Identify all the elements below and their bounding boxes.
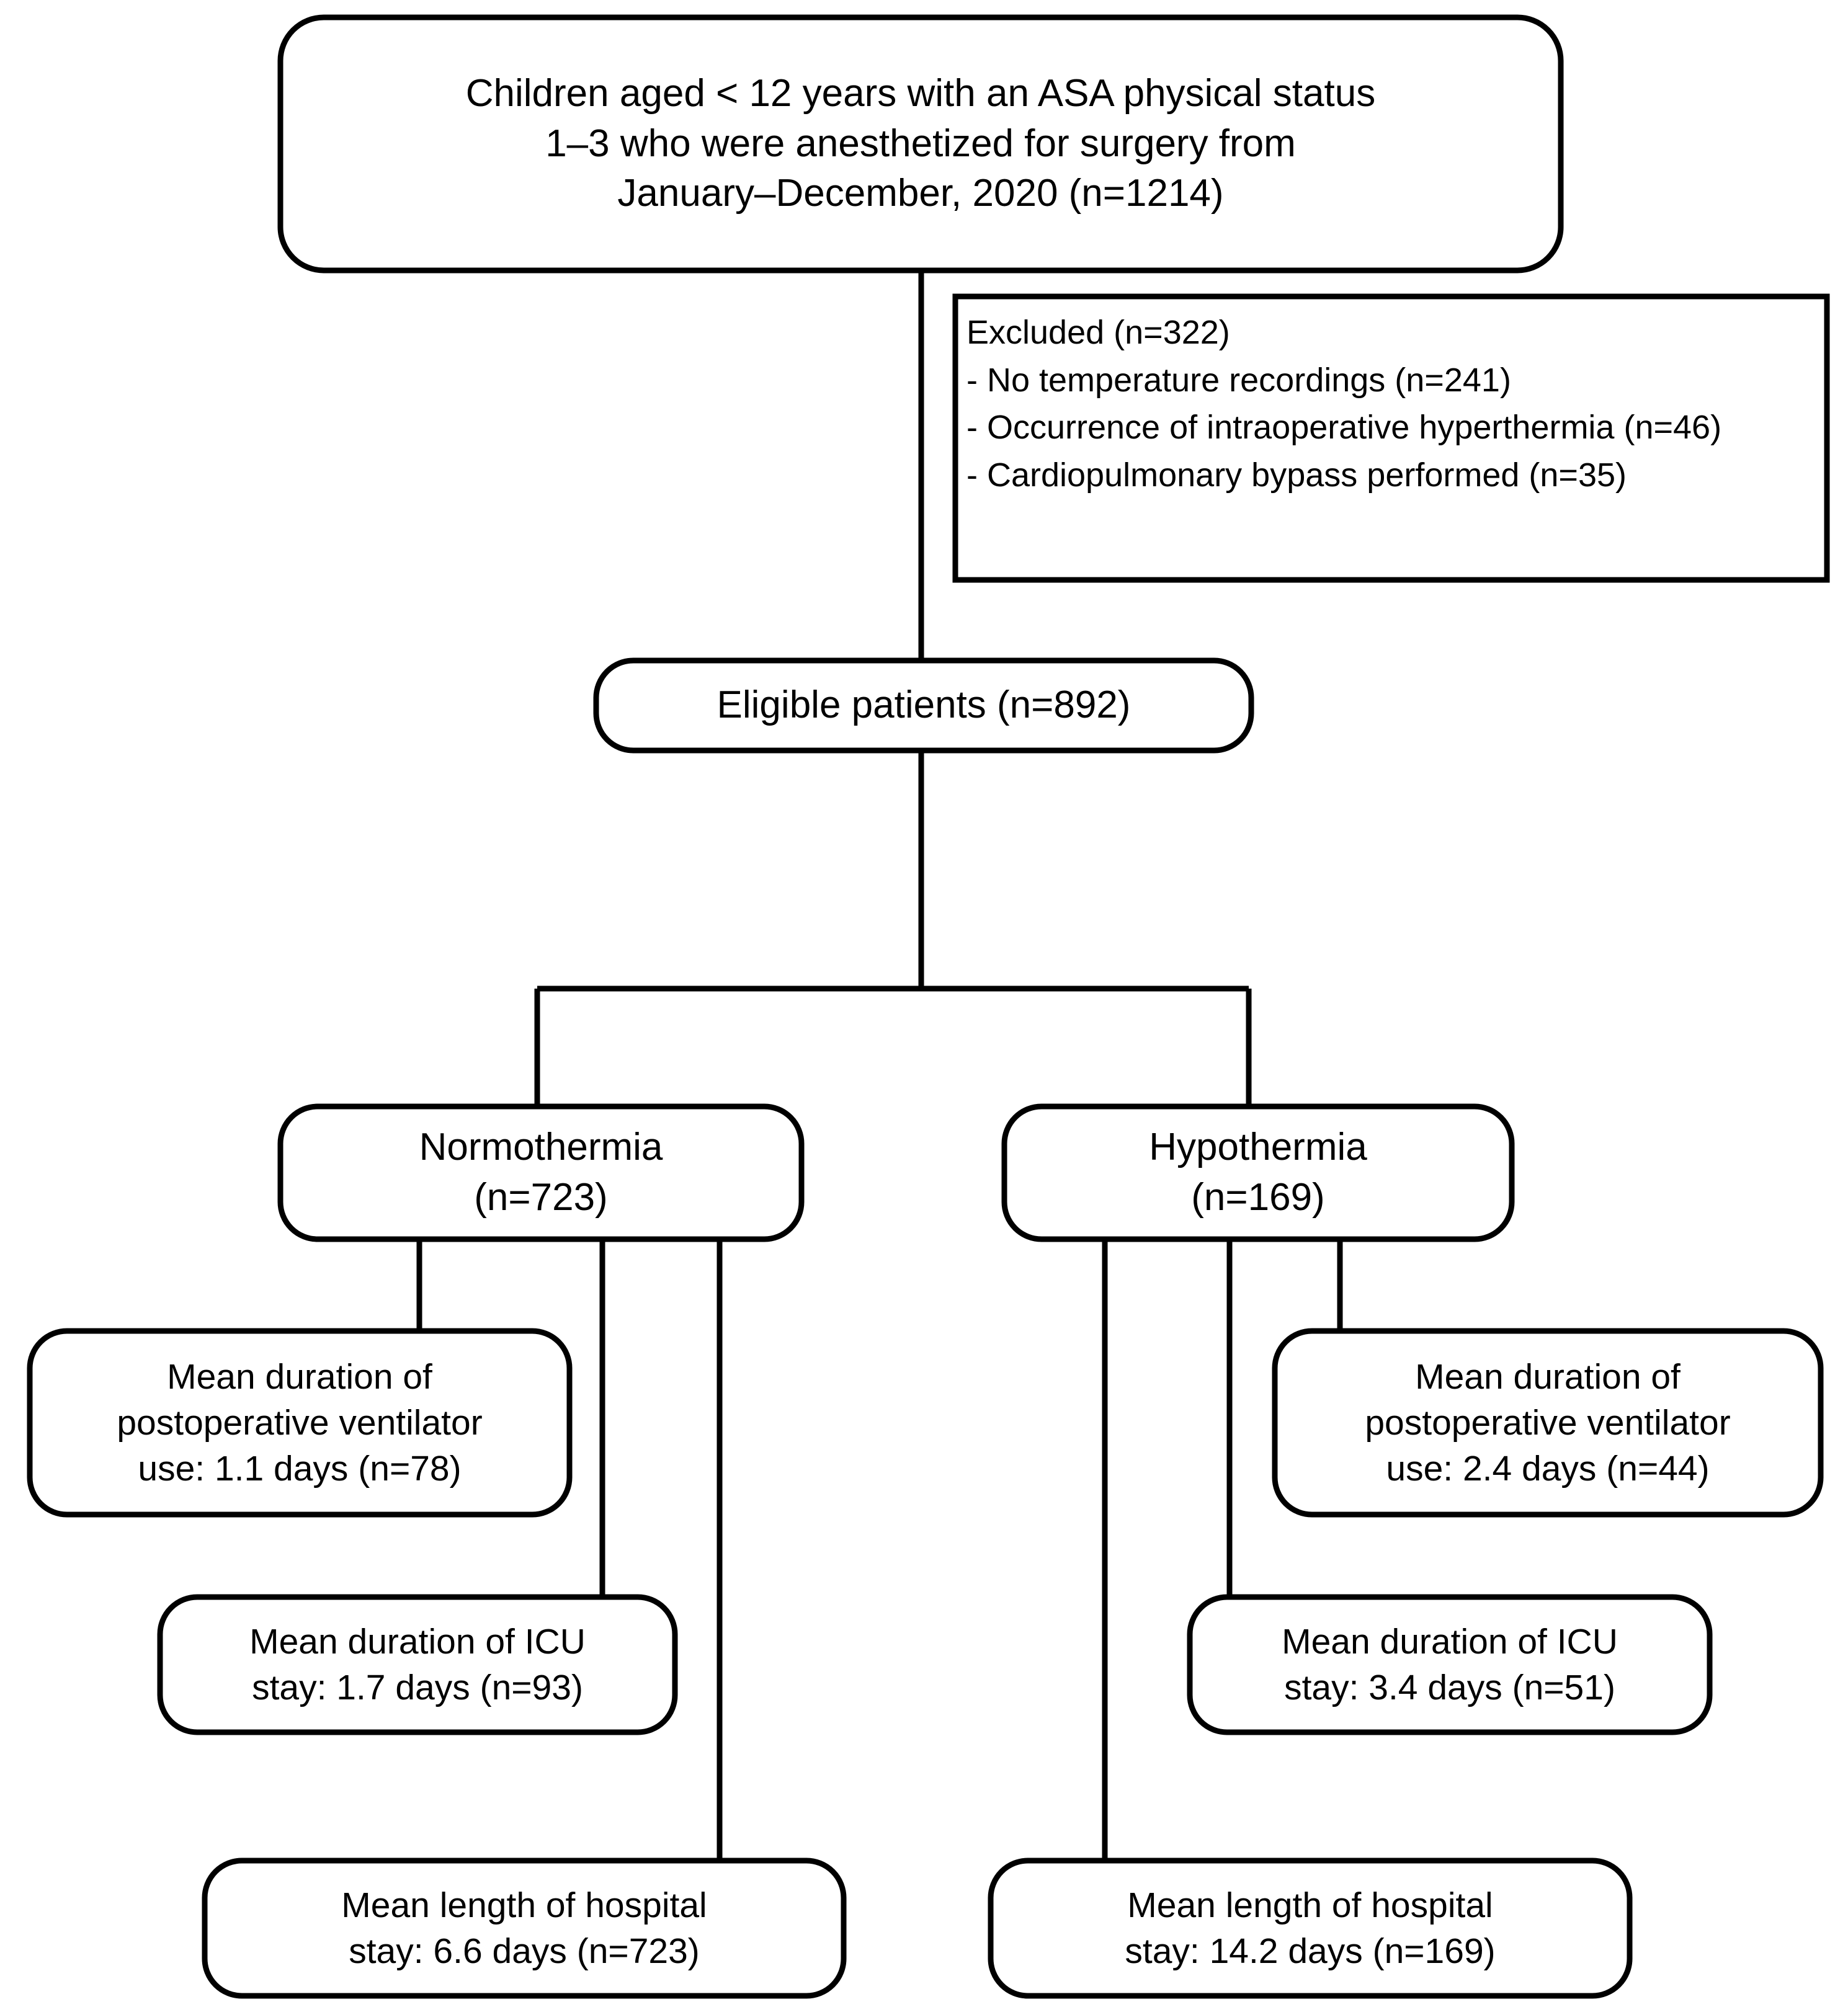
node-enrollment-box[interactable]	[277, 14, 1564, 274]
node-normo-icu-box[interactable]	[157, 1594, 678, 1735]
node-hypothermia-box[interactable]	[1001, 1103, 1515, 1242]
node-normo-ventilator-box[interactable]	[27, 1328, 573, 1518]
node-hypo-icu-box[interactable]	[1187, 1594, 1713, 1735]
node-hypo-hospital-box[interactable]	[988, 1858, 1633, 1999]
connector-layer	[416, 271, 1343, 1861]
node-excluded-box[interactable]	[952, 293, 1830, 583]
node-normothermia-box[interactable]	[277, 1103, 805, 1242]
node-eligible-box[interactable]	[593, 657, 1254, 754]
node-hypo-ventilator-box[interactable]	[1272, 1328, 1824, 1518]
node-normo-hospital-box[interactable]	[202, 1858, 847, 1999]
